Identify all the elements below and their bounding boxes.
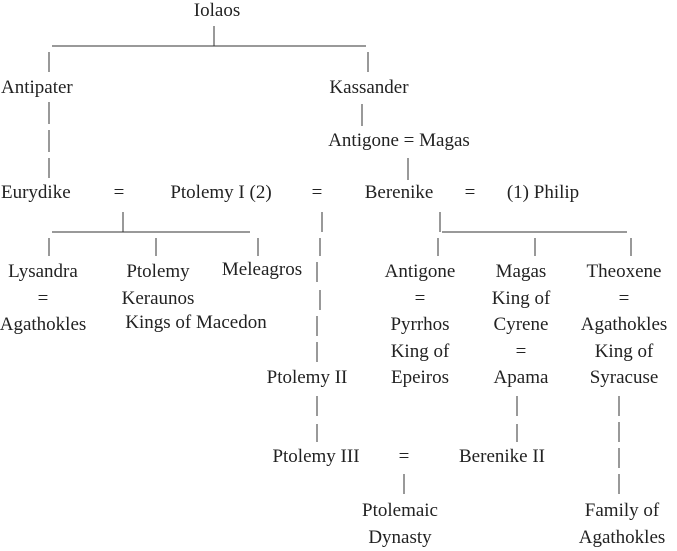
- antigone2-line-5: Epeiros: [385, 365, 456, 392]
- family-line-1: Family of: [579, 498, 666, 525]
- person-theoxene: Theoxene = Agathokles King of Syracuse: [581, 259, 668, 392]
- person-lysandra: Lysandra = Agathokles: [0, 259, 86, 339]
- couple-antigone-magas: Antigone = Magas: [328, 130, 470, 152]
- person-eurydike: Eurydike: [1, 182, 71, 204]
- theoxene-line-5: Syracuse: [581, 365, 668, 392]
- theoxene-line-1: Theoxene: [581, 259, 668, 286]
- ptolemy-keraunos-line-1: Ptolemy: [122, 259, 195, 286]
- person-ptolemy-i: Ptolemy I (2): [170, 182, 271, 204]
- antigone2-line-3: Pyrrhos: [385, 312, 456, 339]
- ptolemaic-line-2: Dynasty: [362, 525, 438, 551]
- antigone2-line-4: King of: [385, 339, 456, 366]
- person-meleagros: Meleagros: [222, 259, 302, 281]
- ptolemy-keraunos-line-2: Keraunos: [122, 286, 195, 313]
- antigone2-line-1: Antigone: [385, 259, 456, 286]
- person-antipater: Antipater: [1, 77, 73, 99]
- person-iolaos: Iolaos: [194, 0, 240, 22]
- marriage-sign-eurydike-ptolemy1: =: [114, 182, 125, 204]
- kings-of-macedon-label: Kings of Macedon: [125, 312, 266, 334]
- person-ptolemy-iii: Ptolemy III: [272, 446, 359, 468]
- magas2-line-3: Cyrene: [492, 312, 551, 339]
- marriage-sign-berenike-philip: =: [465, 182, 476, 204]
- person-ptolemy-keraunos: Ptolemy Keraunos: [122, 259, 195, 312]
- magas2-line-1: Magas: [492, 259, 551, 286]
- person-berenike-ii: Berenike II: [459, 446, 545, 468]
- ptolemaic-line-1: Ptolemaic: [362, 498, 438, 525]
- magas2-line-4: =: [492, 339, 551, 366]
- magas2-line-5: Apama: [492, 365, 551, 392]
- person-berenike: Berenike: [365, 182, 434, 204]
- person-kassander: Kassander: [329, 77, 408, 99]
- antigone2-line-2: =: [385, 286, 456, 313]
- theoxene-line-2: =: [581, 286, 668, 313]
- lysandra-line-2: =: [0, 286, 86, 313]
- family-line-2: Agathokles: [579, 525, 666, 551]
- family-of-agathokles-label: Family of Agathokles: [579, 498, 666, 551]
- theoxene-line-4: King of: [581, 339, 668, 366]
- person-magas-son: Magas King of Cyrene = Apama: [492, 259, 551, 392]
- person-ptolemy-ii: Ptolemy II: [267, 367, 348, 389]
- theoxene-line-3: Agathokles: [581, 312, 668, 339]
- marriage-sign-ptolemy3-berenike2: =: [399, 446, 410, 468]
- lysandra-line-1: Lysandra: [0, 259, 86, 286]
- lysandra-line-3: Agathokles: [0, 312, 86, 339]
- ptolemaic-dynasty-label: Ptolemaic Dynasty: [362, 498, 438, 551]
- marriage-sign-ptolemy1-berenike: =: [312, 182, 323, 204]
- person-antigone-daughter: Antigone = Pyrrhos King of Epeiros: [385, 259, 456, 392]
- magas2-line-2: King of: [492, 286, 551, 313]
- person-philip: (1) Philip: [507, 182, 579, 204]
